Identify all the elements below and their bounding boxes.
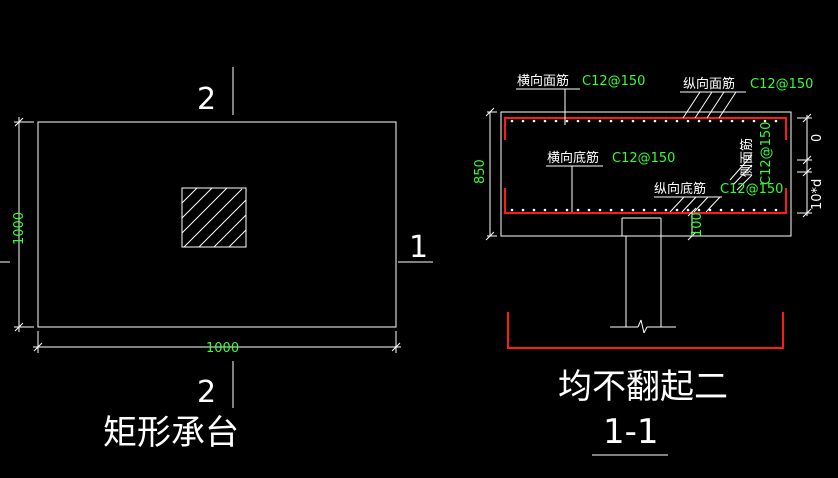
rebar-dots [510, 119, 778, 212]
top-rebar-dot [565, 119, 569, 123]
top-rebar-dot [708, 119, 712, 123]
top-rebar-dot [763, 119, 767, 123]
bottom-rebar-dot [741, 208, 745, 212]
bottom-rebar-dot [708, 208, 712, 212]
section-view: 横向面筋 C12@150 纵向面筋 C12@150 横向底筋 C12@150 纵… [473, 73, 825, 456]
top-rebar-dot [774, 119, 778, 123]
plan-title: 矩形承台 [103, 413, 239, 453]
bottom-rebar-dot [587, 208, 591, 212]
top-rebar-dot [752, 119, 756, 123]
bottom-rebar-dot [752, 208, 756, 212]
right-dim-top: 0 [810, 134, 825, 142]
plan-view: 2 2 1 1000 1000 矩形承台 [0, 67, 433, 453]
label-top-transverse: 横向面筋 [517, 73, 569, 89]
width-dim-text: 1000 [206, 341, 239, 356]
bottom-rebar-dot [719, 208, 723, 212]
top-rebar-dot [653, 119, 657, 123]
pile-cap-outline [37, 121, 397, 328]
bottom-rebar-dot [598, 208, 602, 212]
bottom-rebar-dot [664, 208, 668, 212]
top-rebar-dot [642, 119, 646, 123]
top-rebar-dot [598, 119, 602, 123]
top-rebar-dot [620, 119, 624, 123]
bottom-rebar-dot [653, 208, 657, 212]
height-dim-text: 1000 [12, 212, 27, 245]
leader-lines [516, 88, 753, 213]
section-height-dim: 850 [473, 159, 488, 184]
bottom-rebar-dot [631, 208, 635, 212]
bottom-rebar-dot [554, 208, 558, 212]
top-rebar-dot [554, 119, 558, 123]
top-rebar-dot [521, 119, 525, 123]
top-rebar [504, 117, 787, 140]
top-rebar-dot [719, 119, 723, 123]
bottom-rebar-dot [609, 208, 613, 212]
cap-section-outline [500, 111, 792, 237]
section-note: 均不翻起二 [558, 367, 728, 407]
section-mark-bottom: 2 [197, 375, 216, 410]
label-bottom-transverse: 横向底筋 [547, 150, 599, 166]
spec-top-longitudinal: C12@150 [750, 77, 813, 92]
bottom-rebar-dot [532, 208, 536, 212]
label-side-bar: 侧面筋 [739, 138, 755, 177]
section-title: 1-1 [603, 412, 659, 452]
column-below [610, 217, 676, 334]
spec-side-bar: C12@150 [759, 122, 774, 185]
bottom-rebar-dot [620, 208, 624, 212]
label-top-longitudinal: 纵向面筋 [683, 76, 735, 92]
top-rebar-dot [675, 119, 679, 123]
section-mark-right: 1 [409, 230, 428, 265]
top-rebar-dot [543, 119, 547, 123]
bottom-rebar-dot [642, 208, 646, 212]
bottom-rebar-dot [543, 208, 547, 212]
right-dim-bottom: 10*d [810, 179, 825, 210]
top-rebar-dot [664, 119, 668, 123]
bottom-rebar-dot [576, 208, 580, 212]
cover-dim: 100 [690, 212, 705, 237]
bottom-rebar-dot [730, 208, 734, 212]
bottom-rebar-dot [565, 208, 569, 212]
top-rebar-dot [730, 119, 734, 123]
section-mark-top: 2 [197, 82, 216, 117]
pile-rebar [507, 312, 784, 349]
spec-top-transverse: C12@150 [582, 74, 645, 89]
bottom-rebar-dot [763, 208, 767, 212]
top-rebar-dot [576, 119, 580, 123]
top-rebar-dot [510, 119, 514, 123]
top-rebar-dot [631, 119, 635, 123]
bottom-rebar-dot [510, 208, 514, 212]
spec-bottom-longitudinal: C12@150 [720, 182, 783, 197]
top-rebar-dot [587, 119, 591, 123]
top-rebar-dot [532, 119, 536, 123]
column-hatch [181, 187, 247, 248]
section-dimensions [485, 107, 812, 241]
spec-bottom-transverse: C12@150 [612, 151, 675, 166]
top-rebar-dot [741, 119, 745, 123]
height-dimension: 1000 [12, 117, 34, 332]
bottom-rebar-dot [521, 208, 525, 212]
bottom-rebar-dot [686, 208, 690, 212]
bottom-rebar-dot [675, 208, 679, 212]
top-rebar-dot [686, 119, 690, 123]
label-bottom-longitudinal: 纵向底筋 [654, 181, 706, 197]
bottom-rebar-dot [697, 208, 701, 212]
bottom-rebar [504, 188, 787, 214]
top-rebar-dot [609, 119, 613, 123]
top-rebar-dot [697, 119, 701, 123]
rebar-cage [504, 117, 787, 349]
bottom-rebar-dot [774, 208, 778, 212]
width-dimension: 1000 [33, 331, 401, 356]
